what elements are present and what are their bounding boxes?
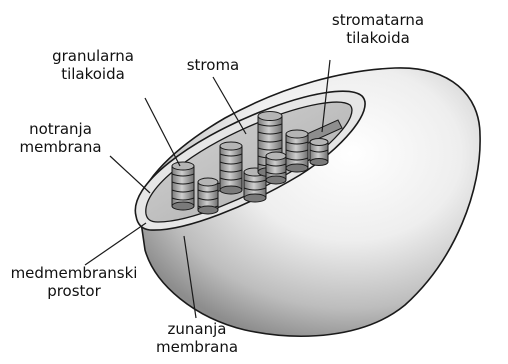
label-granularna-line2: tilakoida bbox=[34, 65, 152, 83]
label-stroma-line1: stroma bbox=[178, 56, 248, 74]
label-zunanja-line1: zunanja bbox=[142, 320, 252, 338]
granum bbox=[172, 162, 194, 210]
label-stromatarna-line2: tilakoida bbox=[318, 29, 438, 47]
leader-medmembranski bbox=[85, 223, 146, 265]
label-stroma: stroma bbox=[178, 56, 248, 74]
label-stromatarna-tilakoida: stromatarna tilakoida bbox=[318, 11, 438, 47]
granum bbox=[310, 139, 328, 166]
label-medmembranski-line2: prostor bbox=[4, 282, 144, 300]
label-granularna-tilakoida: granularna tilakoida bbox=[34, 47, 152, 83]
granum bbox=[286, 130, 308, 172]
leader-notranja bbox=[110, 156, 150, 193]
leader-granularna bbox=[145, 98, 180, 166]
label-stromatarna-line1: stromatarna bbox=[318, 11, 438, 29]
label-notranja-line1: notranja bbox=[8, 120, 113, 138]
label-notranja-membrana: notranja membrana bbox=[8, 120, 113, 156]
granum bbox=[198, 178, 218, 214]
label-zunanja-membrana: zunanja membrana bbox=[142, 320, 252, 356]
label-medmembranski-prostor: medmembranski prostor bbox=[4, 264, 144, 300]
label-zunanja-line2: membrana bbox=[142, 338, 252, 356]
label-notranja-line2: membrana bbox=[8, 138, 113, 156]
label-medmembranski-line1: medmembranski bbox=[4, 264, 144, 282]
granum bbox=[266, 152, 286, 184]
label-granularna-line1: granularna bbox=[34, 47, 152, 65]
granum bbox=[220, 142, 242, 194]
